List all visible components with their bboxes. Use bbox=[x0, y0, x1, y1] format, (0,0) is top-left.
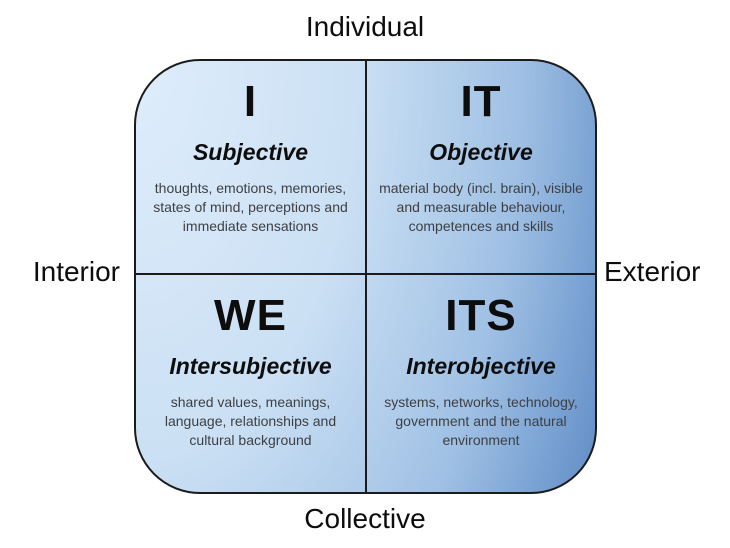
quadrant-title: Interobjective bbox=[406, 353, 556, 379]
axis-label-individual: Individual bbox=[305, 11, 425, 42]
vertical-divider-line bbox=[365, 61, 367, 492]
quadrant-its: ITS Interobjective systems, networks, te… bbox=[367, 275, 595, 492]
quadrant-description: systems, networks, technology, governmen… bbox=[384, 394, 578, 448]
quadrant-title: Subjective bbox=[192, 139, 309, 165]
quadrant-code: ITS bbox=[445, 291, 517, 340]
quadrant-code: WE bbox=[214, 291, 287, 340]
quadrant-title: Objective bbox=[429, 139, 533, 165]
quadrant-we: WE Intersubjective shared values, meanin… bbox=[136, 275, 365, 492]
quadrant-description: thoughts, emotions, memories, states of … bbox=[153, 180, 348, 234]
horizontal-divider-line bbox=[136, 273, 595, 275]
quadrant-it: IT Objective material body (incl. brain)… bbox=[367, 61, 595, 273]
axis-label-interior: Interior bbox=[32, 256, 120, 287]
axis-label-exterior: Exterior bbox=[604, 256, 701, 287]
quadrant-code: I bbox=[243, 77, 258, 126]
quadrant-title: Intersubjective bbox=[169, 353, 332, 379]
axis-label-collective: Collective bbox=[304, 503, 426, 534]
quadrant-description: material body (incl. brain), visible and… bbox=[379, 180, 583, 234]
quadrant-i: I Subjective thoughts, emotions, memorie… bbox=[136, 61, 365, 273]
quadrant-code: IT bbox=[460, 77, 502, 126]
quadrants-grid: I Subjective thoughts, emotions, memorie… bbox=[134, 59, 597, 494]
quadrant-description: shared values, meanings, language, relat… bbox=[164, 394, 337, 448]
